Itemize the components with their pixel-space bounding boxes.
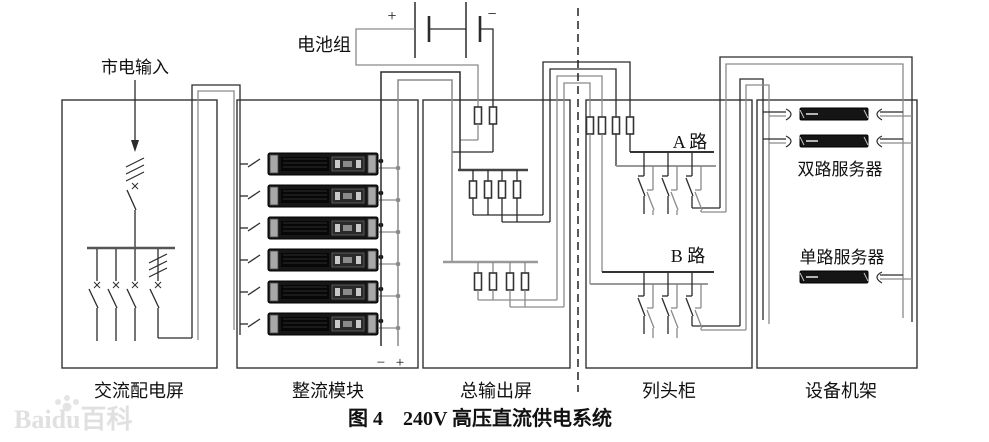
battery-minus-sign: − xyxy=(487,6,496,23)
battery-label: 电池组 xyxy=(297,35,351,55)
figure-caption: 图 4 240V 高压直流供电系统 xyxy=(348,406,612,430)
path-a-label: A 路 xyxy=(673,132,708,152)
dc-bus-plus-sign: + xyxy=(396,355,404,371)
cabinet-main-output xyxy=(422,99,571,369)
battery-symbol xyxy=(355,2,498,153)
rectifier-module-stack xyxy=(240,71,461,346)
rectifier-module xyxy=(240,312,401,336)
rectifier-module xyxy=(240,184,401,208)
cabinet-label-rectifier: 整流模块 xyxy=(292,381,364,401)
cabinet-label-ac-distribution: 交流配电屏 xyxy=(94,381,184,401)
rectifier-module xyxy=(240,248,401,272)
row-head-internals xyxy=(590,56,913,338)
cabinet-label-equipment-rack: 设备机架 xyxy=(805,381,877,401)
rectifier-module xyxy=(240,152,401,176)
cabinet-rectifier-modules xyxy=(236,99,419,369)
ac-panel-internals xyxy=(87,80,241,341)
mains-input-label: 市电输入 xyxy=(101,58,169,77)
battery-plus-sign: + xyxy=(387,8,396,25)
single-server-label: 单路服务器 xyxy=(800,248,885,267)
cabinet-row-head xyxy=(585,99,753,369)
path-b-label: B 路 xyxy=(671,246,706,266)
dual-server-label: 双路服务器 xyxy=(798,160,883,179)
output-panel-internals xyxy=(443,61,635,308)
rectifier-module xyxy=(240,280,401,304)
rectifier-module xyxy=(240,216,401,240)
dc-bus-minus-sign: − xyxy=(377,355,385,371)
cabinet-outlines xyxy=(61,99,918,369)
cabinet-equipment-rack xyxy=(756,99,918,369)
baidu-watermark: Baidu百科 xyxy=(14,395,133,434)
cabinet-ac-distribution xyxy=(61,99,218,369)
cabinet-label-main-output: 总输出屏 xyxy=(460,381,532,401)
watermark-text: Baidu百科 xyxy=(14,405,133,434)
server-rack-internals xyxy=(763,107,912,284)
cabinet-label-row-head: 列头柜 xyxy=(642,381,696,401)
